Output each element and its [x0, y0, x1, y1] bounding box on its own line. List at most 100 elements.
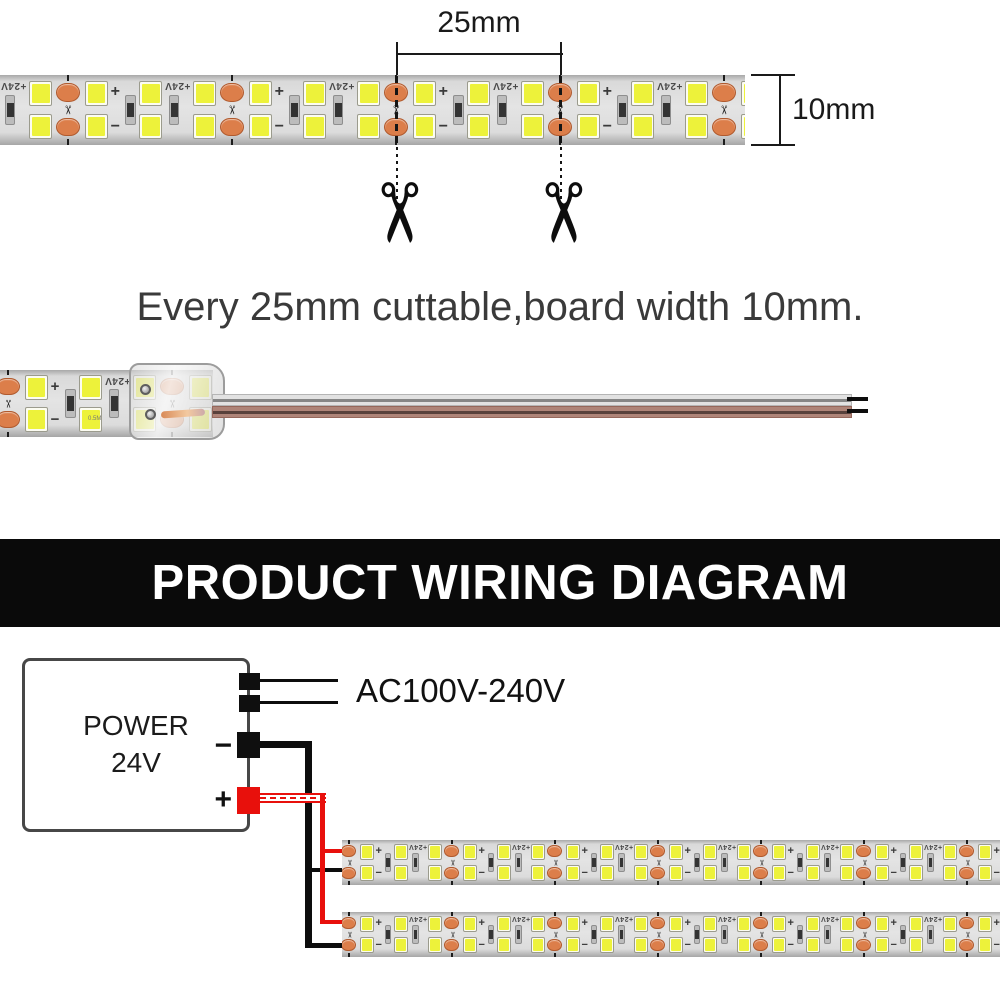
led-chip [942, 864, 957, 882]
solder-pad [342, 845, 357, 858]
led-chip [736, 915, 751, 933]
led-chip [359, 843, 374, 861]
solder-pad [711, 117, 737, 136]
minus-marking: − [274, 118, 284, 136]
led-chip [633, 864, 648, 882]
voltage-marking: +24V [408, 915, 428, 923]
solder-pad [753, 939, 769, 952]
led-chip [427, 915, 442, 933]
plus-marking: + [787, 916, 794, 929]
cut-mark-tick [862, 881, 865, 885]
resistor [168, 94, 180, 126]
solder-pad [650, 867, 666, 880]
scissors-icon: ✂ [653, 931, 663, 938]
cut-mark-tick [862, 840, 865, 844]
voltage-marking: +24V [923, 843, 943, 851]
led-chip [462, 915, 477, 933]
led-chip [599, 915, 614, 933]
plus-marking: + [50, 377, 60, 395]
led-chip [668, 864, 683, 882]
dimension-25mm-label: 25mm [437, 6, 521, 39]
led-chip [29, 113, 53, 140]
wire-connector-sleeve [129, 363, 225, 440]
led-chip [631, 113, 655, 140]
minus-marking: − [438, 118, 448, 136]
scissors-icon: ✂ [962, 859, 972, 866]
ac-terminal-1 [239, 673, 260, 690]
cut-mark-tick [347, 953, 350, 957]
voltage-marking: +24V [820, 843, 840, 851]
plus-marking: + [890, 844, 897, 857]
led-chip [357, 113, 381, 140]
scissors-icon: ✂ [756, 931, 766, 938]
plus-marking: + [581, 916, 588, 929]
led-chip [79, 406, 103, 432]
led-chip [393, 915, 408, 933]
plus-marking: + [375, 916, 382, 929]
cut-mark-tick [6, 431, 9, 437]
led-chip [530, 936, 545, 954]
cut-line-right-lower [560, 147, 562, 207]
plus-marking: + [110, 83, 120, 101]
ac-wire-2 [260, 701, 338, 704]
cut-mark-tick [656, 912, 659, 916]
led-chip [577, 113, 601, 140]
plus-marking: + [993, 916, 1000, 929]
solder-pad [55, 117, 81, 136]
led-chip [839, 864, 854, 882]
solder-pad [650, 845, 666, 858]
led-chip [839, 915, 854, 933]
led-chip [874, 915, 889, 933]
plus-marking: + [787, 844, 794, 857]
resistor [660, 94, 672, 126]
strip-segment: ✂+−+24V [649, 840, 752, 885]
solder-pad [55, 83, 81, 102]
strip-segment: ✂+−+24V [382, 75, 546, 145]
width-tick-top [751, 74, 795, 76]
strip-segment: ✂+−+24V [958, 912, 1000, 957]
resistor [487, 924, 495, 945]
minus-marking: − [50, 411, 60, 429]
led-chip [359, 915, 374, 933]
strip-segment: ✂+−+24V [752, 840, 855, 885]
cut-mark-tick [450, 840, 453, 844]
resistor [618, 924, 625, 945]
led-chip [193, 80, 217, 107]
led-chip [462, 843, 477, 861]
led-chip [668, 915, 683, 933]
scissors-icon: ✂ [344, 859, 354, 866]
led-chip [393, 936, 408, 954]
led-chip [874, 936, 889, 954]
cut-mark-tick [722, 75, 725, 81]
led-chip [467, 113, 491, 140]
solder-pad [444, 917, 460, 930]
led-chip [702, 936, 717, 954]
led-chip [139, 80, 163, 107]
led-chip [633, 843, 648, 861]
solder-pad [219, 83, 245, 102]
resistor [125, 94, 136, 126]
strip-segment: ✂+−+24V [443, 840, 546, 885]
red-wire-branch-1 [323, 849, 344, 853]
plus-marking: + [375, 844, 382, 857]
led-chip [741, 113, 745, 140]
wire-conductor-white [212, 394, 852, 406]
solder-pad [342, 939, 357, 952]
solder-pad [444, 845, 460, 858]
strip-segment: ✂+−+24V [0, 75, 54, 145]
led-chip [771, 864, 786, 882]
cut-mark-tick [66, 139, 69, 145]
solder-pad [547, 867, 563, 880]
plus-marking: + [274, 83, 284, 101]
cut-mark-tick [347, 840, 350, 844]
cut-line-right [559, 76, 562, 145]
voltage-marking: +24V [820, 915, 840, 923]
dc-plus-terminal [237, 787, 260, 814]
voltage-marking: +24V [511, 843, 531, 851]
black-wire-branch-1 [310, 868, 344, 872]
resistor [496, 94, 508, 126]
dc-minus-terminal [237, 732, 260, 758]
resistor [453, 94, 464, 126]
led-chip [805, 864, 820, 882]
led-chip [908, 843, 923, 861]
